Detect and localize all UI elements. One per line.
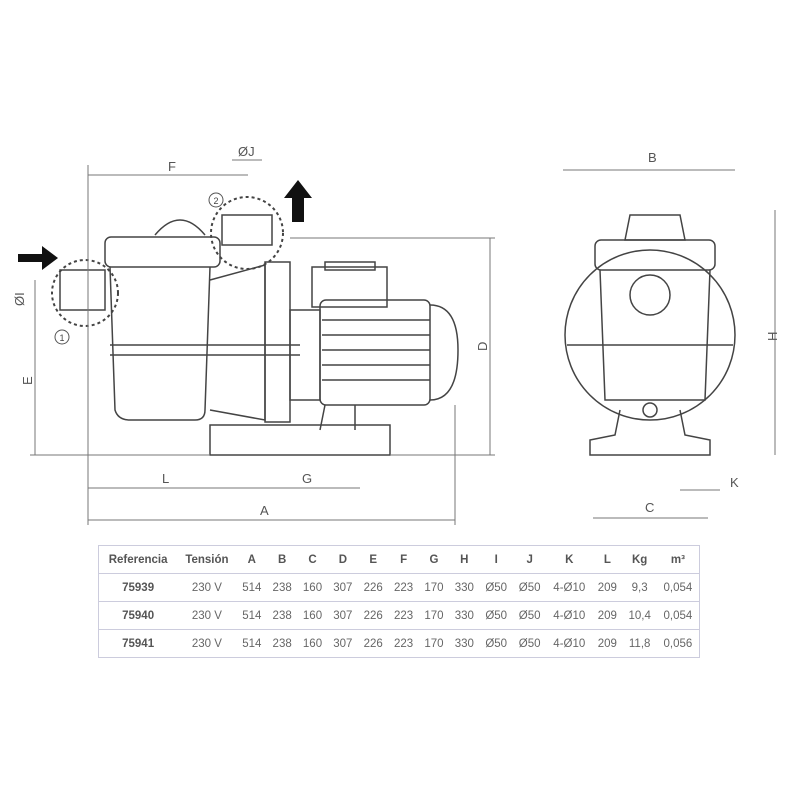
table-cell: 160 [297, 573, 328, 602]
table-cell: 170 [418, 573, 450, 602]
dim-F: F [168, 159, 176, 174]
table-cell: 209 [592, 573, 623, 602]
table-cell: 10,4 [622, 601, 657, 630]
dim-G: G [302, 471, 312, 486]
table-cell: 223 [388, 601, 419, 630]
dim-H: H [765, 332, 780, 341]
table-cell: 230 V [177, 573, 237, 602]
table-cell: 170 [418, 629, 450, 658]
column-header: A [236, 545, 267, 574]
table-cell: 0,054 [656, 601, 700, 630]
table-cell: 75941 [98, 629, 178, 658]
table-cell: 230 V [177, 629, 237, 658]
outlet-arrow-icon [284, 180, 312, 222]
table-cell: Ø50 [479, 629, 513, 658]
table-cell: 0,056 [656, 629, 700, 658]
column-header: I [479, 545, 513, 574]
column-header: Kg [622, 545, 657, 574]
column-header: G [418, 545, 450, 574]
column-header: K [546, 545, 593, 574]
table-cell: 514 [236, 601, 267, 630]
table-cell: 223 [388, 573, 419, 602]
table-cell: 238 [266, 573, 298, 602]
column-header: E [358, 545, 389, 574]
table-cell: 170 [418, 601, 450, 630]
dim-E: E [20, 376, 35, 385]
column-header: Tensión [177, 545, 237, 574]
table-cell: Ø50 [479, 573, 513, 602]
table-cell: 514 [236, 629, 267, 658]
table-cell: 4-Ø10 [546, 573, 593, 602]
pump-dimension-drawing: 1 2 F ØJ A L G D E ØI B H C K [12, 144, 780, 525]
column-header: F [388, 545, 419, 574]
column-header: H [449, 545, 480, 574]
dim-D: D [475, 342, 490, 351]
table-cell: 307 [327, 601, 359, 630]
table-cell: 75939 [98, 573, 178, 602]
side-view [59, 214, 459, 456]
dim-I: ØI [12, 292, 27, 306]
table-cell: 4-Ø10 [546, 629, 593, 658]
table-cell: 209 [592, 601, 623, 630]
table-cell: 307 [327, 629, 359, 658]
table-cell: 226 [358, 601, 389, 630]
table-cell: 9,3 [622, 573, 657, 602]
dim-L: L [162, 471, 169, 486]
dim-J: ØJ [238, 144, 255, 159]
table-cell: 0,054 [656, 573, 700, 602]
table-cell: 209 [592, 629, 623, 658]
column-header: B [266, 545, 298, 574]
column-header: J [512, 545, 547, 574]
table-cell: 238 [266, 601, 298, 630]
callout-1: 1 [54, 329, 70, 345]
dim-B: B [648, 150, 657, 165]
table-cell: Ø50 [479, 601, 513, 630]
inlet-arrow-icon [18, 246, 58, 270]
dim-C: C [645, 500, 654, 515]
column-header: Referencia [98, 545, 178, 574]
table-cell: 330 [449, 573, 480, 602]
table-cell: 160 [297, 629, 328, 658]
table-cell: 223 [388, 629, 419, 658]
svg-text:2: 2 [213, 196, 218, 206]
table-cell: 160 [297, 601, 328, 630]
dim-A: A [260, 503, 269, 518]
table-cell: 11,8 [622, 629, 657, 658]
table-cell: Ø50 [512, 601, 547, 630]
table-cell: 330 [449, 629, 480, 658]
column-header: L [592, 545, 623, 574]
table-cell: 514 [236, 573, 267, 602]
table-cell: 330 [449, 601, 480, 630]
table-cell: Ø50 [512, 629, 547, 658]
column-header: C [297, 545, 328, 574]
dimension-lines [30, 159, 776, 525]
table-cell: 75940 [98, 601, 178, 630]
table-cell: Ø50 [512, 573, 547, 602]
table-cell: 226 [358, 629, 389, 658]
dim-K: K [730, 475, 739, 490]
svg-text:1: 1 [59, 333, 64, 343]
front-view [564, 214, 736, 456]
callout-2: 2 [208, 192, 224, 208]
table-cell: 226 [358, 573, 389, 602]
column-header: m³ [656, 545, 700, 574]
table-cell: 307 [327, 573, 359, 602]
table-cell: 4-Ø10 [546, 601, 593, 630]
table-cell: 238 [266, 629, 298, 658]
table-cell: 230 V [177, 601, 237, 630]
column-header: D [327, 545, 359, 574]
